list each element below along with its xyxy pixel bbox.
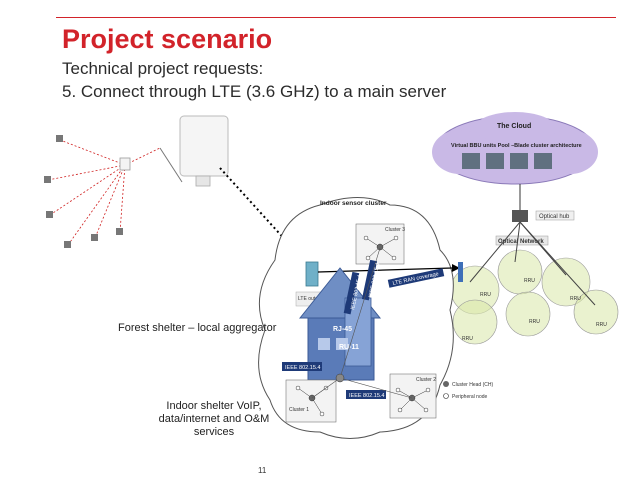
rru-label-3: RRU	[570, 296, 581, 302]
caption-indoor-shelter: Indoor shelter VoIP, data/internet and O…	[158, 400, 270, 438]
indoor-cluster-label: Indoor sensor cluster	[320, 200, 387, 207]
subtitle-requests: Technical project requests:	[62, 59, 264, 78]
optical-hub-icon	[512, 210, 528, 222]
cluster-1-label: Cluster 1	[289, 407, 309, 413]
central-node	[335, 373, 345, 383]
cluster-2-label: Cluster 2	[416, 377, 436, 383]
rru-label-4: RRU	[462, 336, 473, 342]
lte-ran-label-box	[387, 268, 445, 288]
subtitle-lte: 5. Connect through LTE (3.6 GHz) to a ma…	[62, 82, 447, 101]
legend-pn-icon	[443, 393, 449, 399]
rru-label-1: RRU	[480, 292, 491, 298]
lte-outdoor-device	[179, 115, 229, 187]
cloud-subtitle: Virtual BBU units Pool –Blade cluster ar…	[451, 143, 582, 149]
lte-ran-arrowhead	[452, 264, 460, 272]
title-rule	[56, 17, 616, 18]
optical-fiber-links	[469, 221, 596, 306]
caption-forest-shelter: Forest shelter – local aggregator	[118, 322, 277, 334]
optical-hub-label-box	[535, 210, 575, 221]
aggregator-cable	[159, 147, 183, 183]
ieee-label-c-box	[282, 362, 322, 371]
ieee-label-d-box	[346, 390, 386, 399]
cluster-3-label: Cluster 3	[385, 227, 405, 233]
forest-sensor-star	[47, 139, 161, 246]
forest-sensors	[44, 135, 123, 248]
rj45-label: RJ-45	[333, 326, 352, 333]
ieee-label-d: IEEE 802.15.4	[349, 393, 384, 399]
dotted-link	[219, 167, 309, 266]
optical-hub-label: Optical hub	[539, 214, 570, 220]
optical-network-label: Optical Network	[498, 239, 544, 245]
ieee-label-a-box	[343, 271, 360, 315]
lte-indoor-unit	[305, 261, 319, 287]
link-to-cluster-1	[311, 377, 341, 399]
cluster-3-nodes	[363, 235, 399, 261]
antenna-icon	[458, 262, 463, 282]
rru-coverage	[450, 249, 619, 345]
page-number: 11	[258, 466, 267, 475]
legend-ch-icon	[443, 381, 449, 387]
link-to-cluster-2	[339, 377, 413, 399]
rru-label-5: RRU	[529, 319, 540, 325]
forest-aggregator-node	[119, 157, 131, 171]
cloud-title: The Cloud	[497, 123, 531, 130]
rru-label-6: RRU	[596, 322, 607, 328]
optical-network-label-box	[495, 235, 549, 246]
link-to-cluster-3	[339, 247, 381, 379]
page-title: Project scenario	[62, 24, 273, 54]
bbu-servers	[462, 153, 552, 169]
house-building	[298, 267, 382, 381]
rru-label-2: RRU	[524, 278, 535, 284]
legend-ch: Cluster Head (CH)	[452, 382, 493, 388]
ru11-label: RU-11	[339, 344, 359, 351]
legend-pn: Peripheral node	[452, 394, 488, 400]
ieee-label-c: IEEE 802.15.4	[285, 365, 320, 371]
